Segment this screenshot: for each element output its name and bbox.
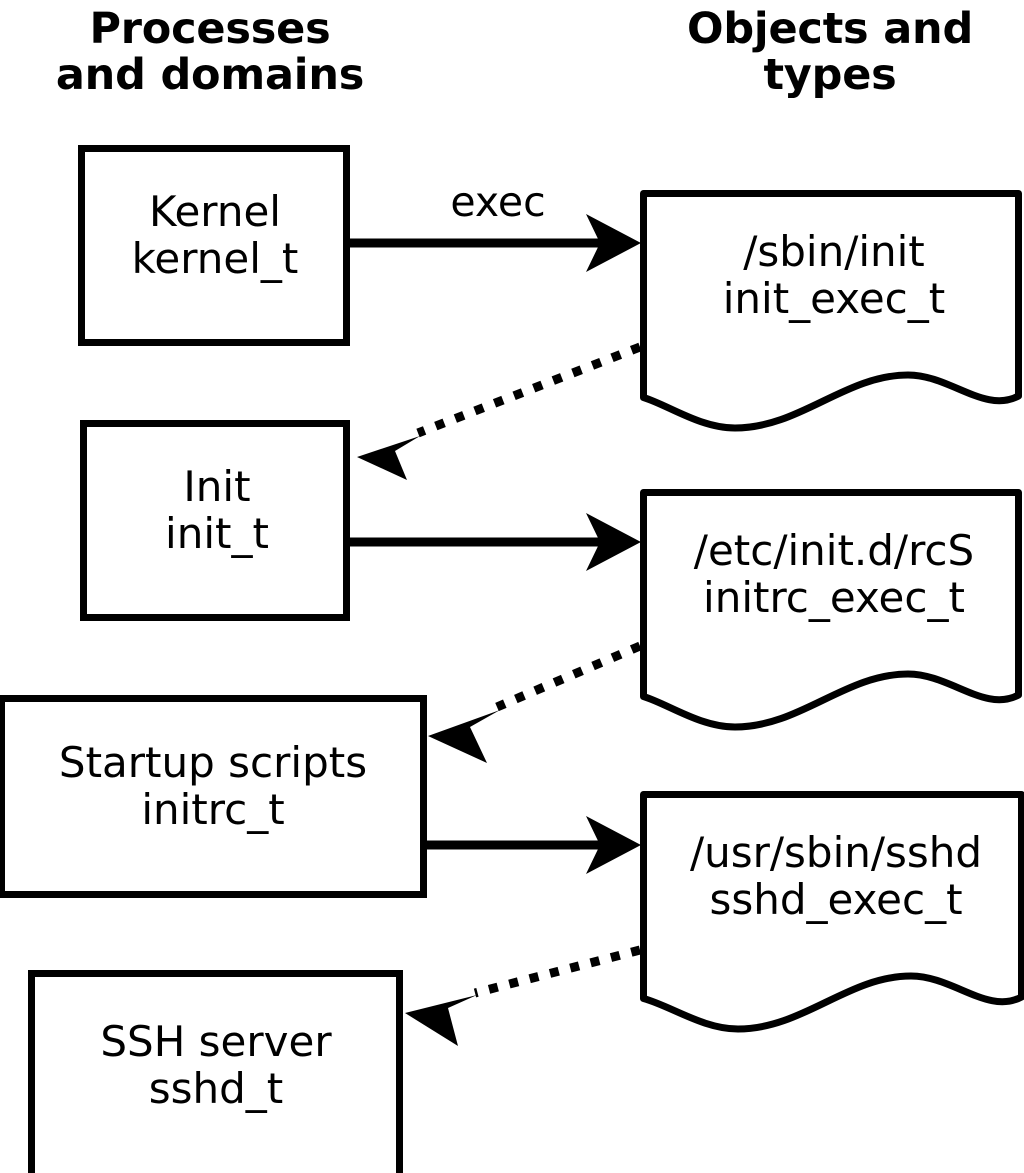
column-heading-processes: Processes and domains [55, 4, 365, 101]
node-label-kernel: Kernel kernel_t [131, 187, 299, 284]
edge-initrc-exec-transition-initrc [428, 641, 642, 763]
node-label-sshd: SSH server sshd_t [100, 1017, 332, 1114]
node-shape-sshd-exec[interactable] [640, 791, 1024, 1033]
node-label-initrc: Startup scripts initrc_t [58, 738, 368, 835]
edge-initrc-exec-sshd-exec [427, 816, 641, 874]
edge-init-exec-initrc-exec [350, 513, 641, 571]
node-shape-kernel[interactable] [78, 145, 350, 346]
node-shape-init-exec[interactable] [640, 190, 1022, 432]
edge-kernel-exec-init-exec [350, 214, 641, 272]
node-shape-sshd[interactable] [28, 970, 403, 1173]
node-label-init-exec: /sbin/init init_exec_t [722, 227, 946, 324]
node-shape-initrc[interactable] [0, 695, 427, 898]
edge-label-exec: exec [450, 178, 546, 226]
edge-init-exec-transition-init [357, 342, 642, 480]
node-label-init: Init init_t [165, 462, 269, 559]
node-label-sshd-exec: /usr/sbin/sshd sshd_exec_t [689, 828, 983, 925]
node-shape-initrc-exec[interactable] [640, 489, 1022, 731]
column-heading-objects: Objects and types [686, 4, 974, 101]
node-label-initrc-exec: /etc/init.d/rcS initrc_exec_t [693, 526, 975, 623]
node-shape-init[interactable] [80, 420, 350, 621]
edge-sshd-exec-transition-sshd [405, 945, 642, 1046]
